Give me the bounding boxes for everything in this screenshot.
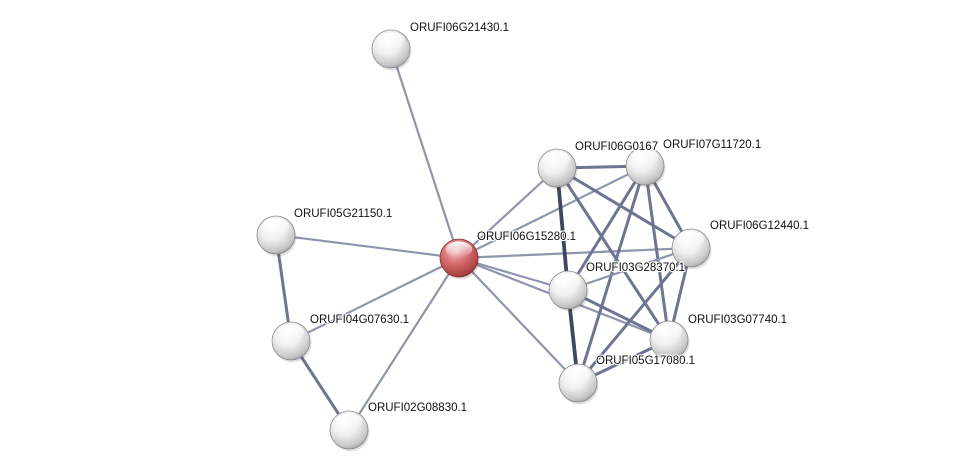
node-label: ORUFI06G21430.1 [410,22,509,34]
node-highlight [543,151,571,168]
node-label: ORUFI04G07630.1 [310,314,409,326]
protein-node[interactable] [271,321,312,363]
edge-n_06g15280-n_02g08830 [347,256,461,432]
protein-node[interactable] [371,29,412,71]
node-label: ORUFI05G17080.1 [596,355,695,367]
node-highlight [262,218,290,235]
edge-n_07g11720-n_03g07740 [643,164,671,342]
node-highlight [445,241,473,258]
edge-n_06g15280-n_05g17 [457,256,580,385]
protein-node[interactable] [548,270,589,312]
edge-n_06g12440-n_05g17 [576,246,693,385]
node-label: ORUFI06G12440.1 [710,220,809,232]
protein-node[interactable] [537,148,578,190]
protein-node[interactable] [649,320,690,362]
node-highlight [377,32,405,49]
edge-n_06g0167-n_03g28370 [555,166,570,292]
edge-n_06g15280-n_07g11720 [457,164,647,260]
node-highlight [277,324,305,341]
edge-n_06g15280-n_06g21430 [389,47,461,260]
edge-n_07g11720-n_03g28370 [566,164,647,292]
node-label: ORUFI06G15280.1 [477,231,576,243]
node-label: ORUFI02G08830.1 [368,402,467,414]
edge-n_06g0167-n_03g07740 [555,166,671,342]
node-highlight [631,149,659,166]
node-highlight [554,273,582,290]
nodes-layer [256,29,712,452]
node-highlight [655,323,683,340]
node-highlight [677,231,705,248]
query-node[interactable] [439,238,480,280]
protein-node[interactable] [329,410,370,452]
protein-node[interactable] [671,228,712,270]
protein-node[interactable] [625,146,666,188]
node-label: ORUFI07G11720.1 [663,139,761,151]
edge-n_06g15280-n_05g21150 [274,233,461,260]
edge-n_06g15280-n_06g12440 [457,246,693,260]
node-label: ORUFI03G28370.1 [586,262,685,274]
edge-n_06g12440-n_03g28370 [566,246,693,292]
node-label: ORUFI06G0167 [575,141,658,153]
node-highlight [564,366,592,383]
node-highlight [335,413,363,430]
edge-n_06g15280-n_06g0167 [457,166,559,260]
labels-layer: ORUFI06G15280.1 ORUFI06G21430.1ORUFI05G21… [293,21,810,415]
node-label: ORUFI03G07740.1 [688,314,787,326]
node-label: ORUFI05G21150.1 [294,208,392,220]
edge-n_06g0167-n_06g12440 [555,166,693,250]
protein-node[interactable] [256,215,297,257]
edge-n_06g15280-n_04g07630 [289,256,461,343]
protein-node[interactable] [558,363,599,405]
